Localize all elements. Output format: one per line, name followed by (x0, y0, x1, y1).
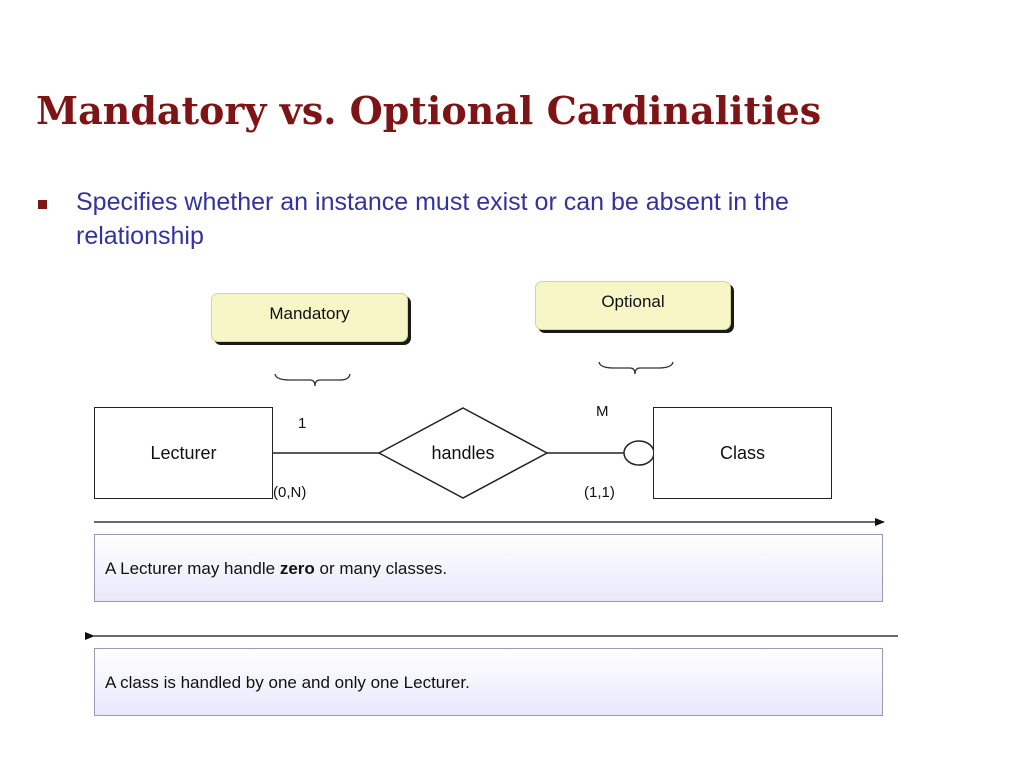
cardinality-left-upper: 1 (298, 415, 307, 432)
forward-note-after: or many classes. (314, 559, 448, 578)
forward-reading-note: A Lecturer may handle zero or many class… (94, 534, 883, 602)
mandatory-brace (274, 373, 351, 387)
entity-class: Class (653, 407, 832, 499)
cardinality-right-upper: M (596, 403, 609, 420)
optional-callout: Optional (535, 281, 731, 330)
cardinality-left-lower: (0,N) (273, 484, 307, 501)
relationship-diamond (377, 407, 549, 499)
slide-title: Mandatory vs. Optional Cardinalities (36, 88, 822, 133)
forward-note-before: A Lecturer may handle (105, 559, 280, 578)
backward-reading-note: A class is handled by one and only one L… (94, 648, 883, 716)
optional-circle (623, 440, 655, 466)
optional-brace (598, 361, 674, 375)
relationship-label: handles (431, 443, 495, 463)
bullet-marker (38, 200, 47, 209)
cardinality-right-lower: (1,1) (584, 484, 615, 501)
mandatory-callout: Mandatory (211, 293, 408, 342)
forward-note-emphasis: zero (279, 559, 315, 578)
bullet-text: Specifies whether an instance must exist… (76, 188, 789, 250)
entity-lecturer: Lecturer (94, 407, 273, 499)
